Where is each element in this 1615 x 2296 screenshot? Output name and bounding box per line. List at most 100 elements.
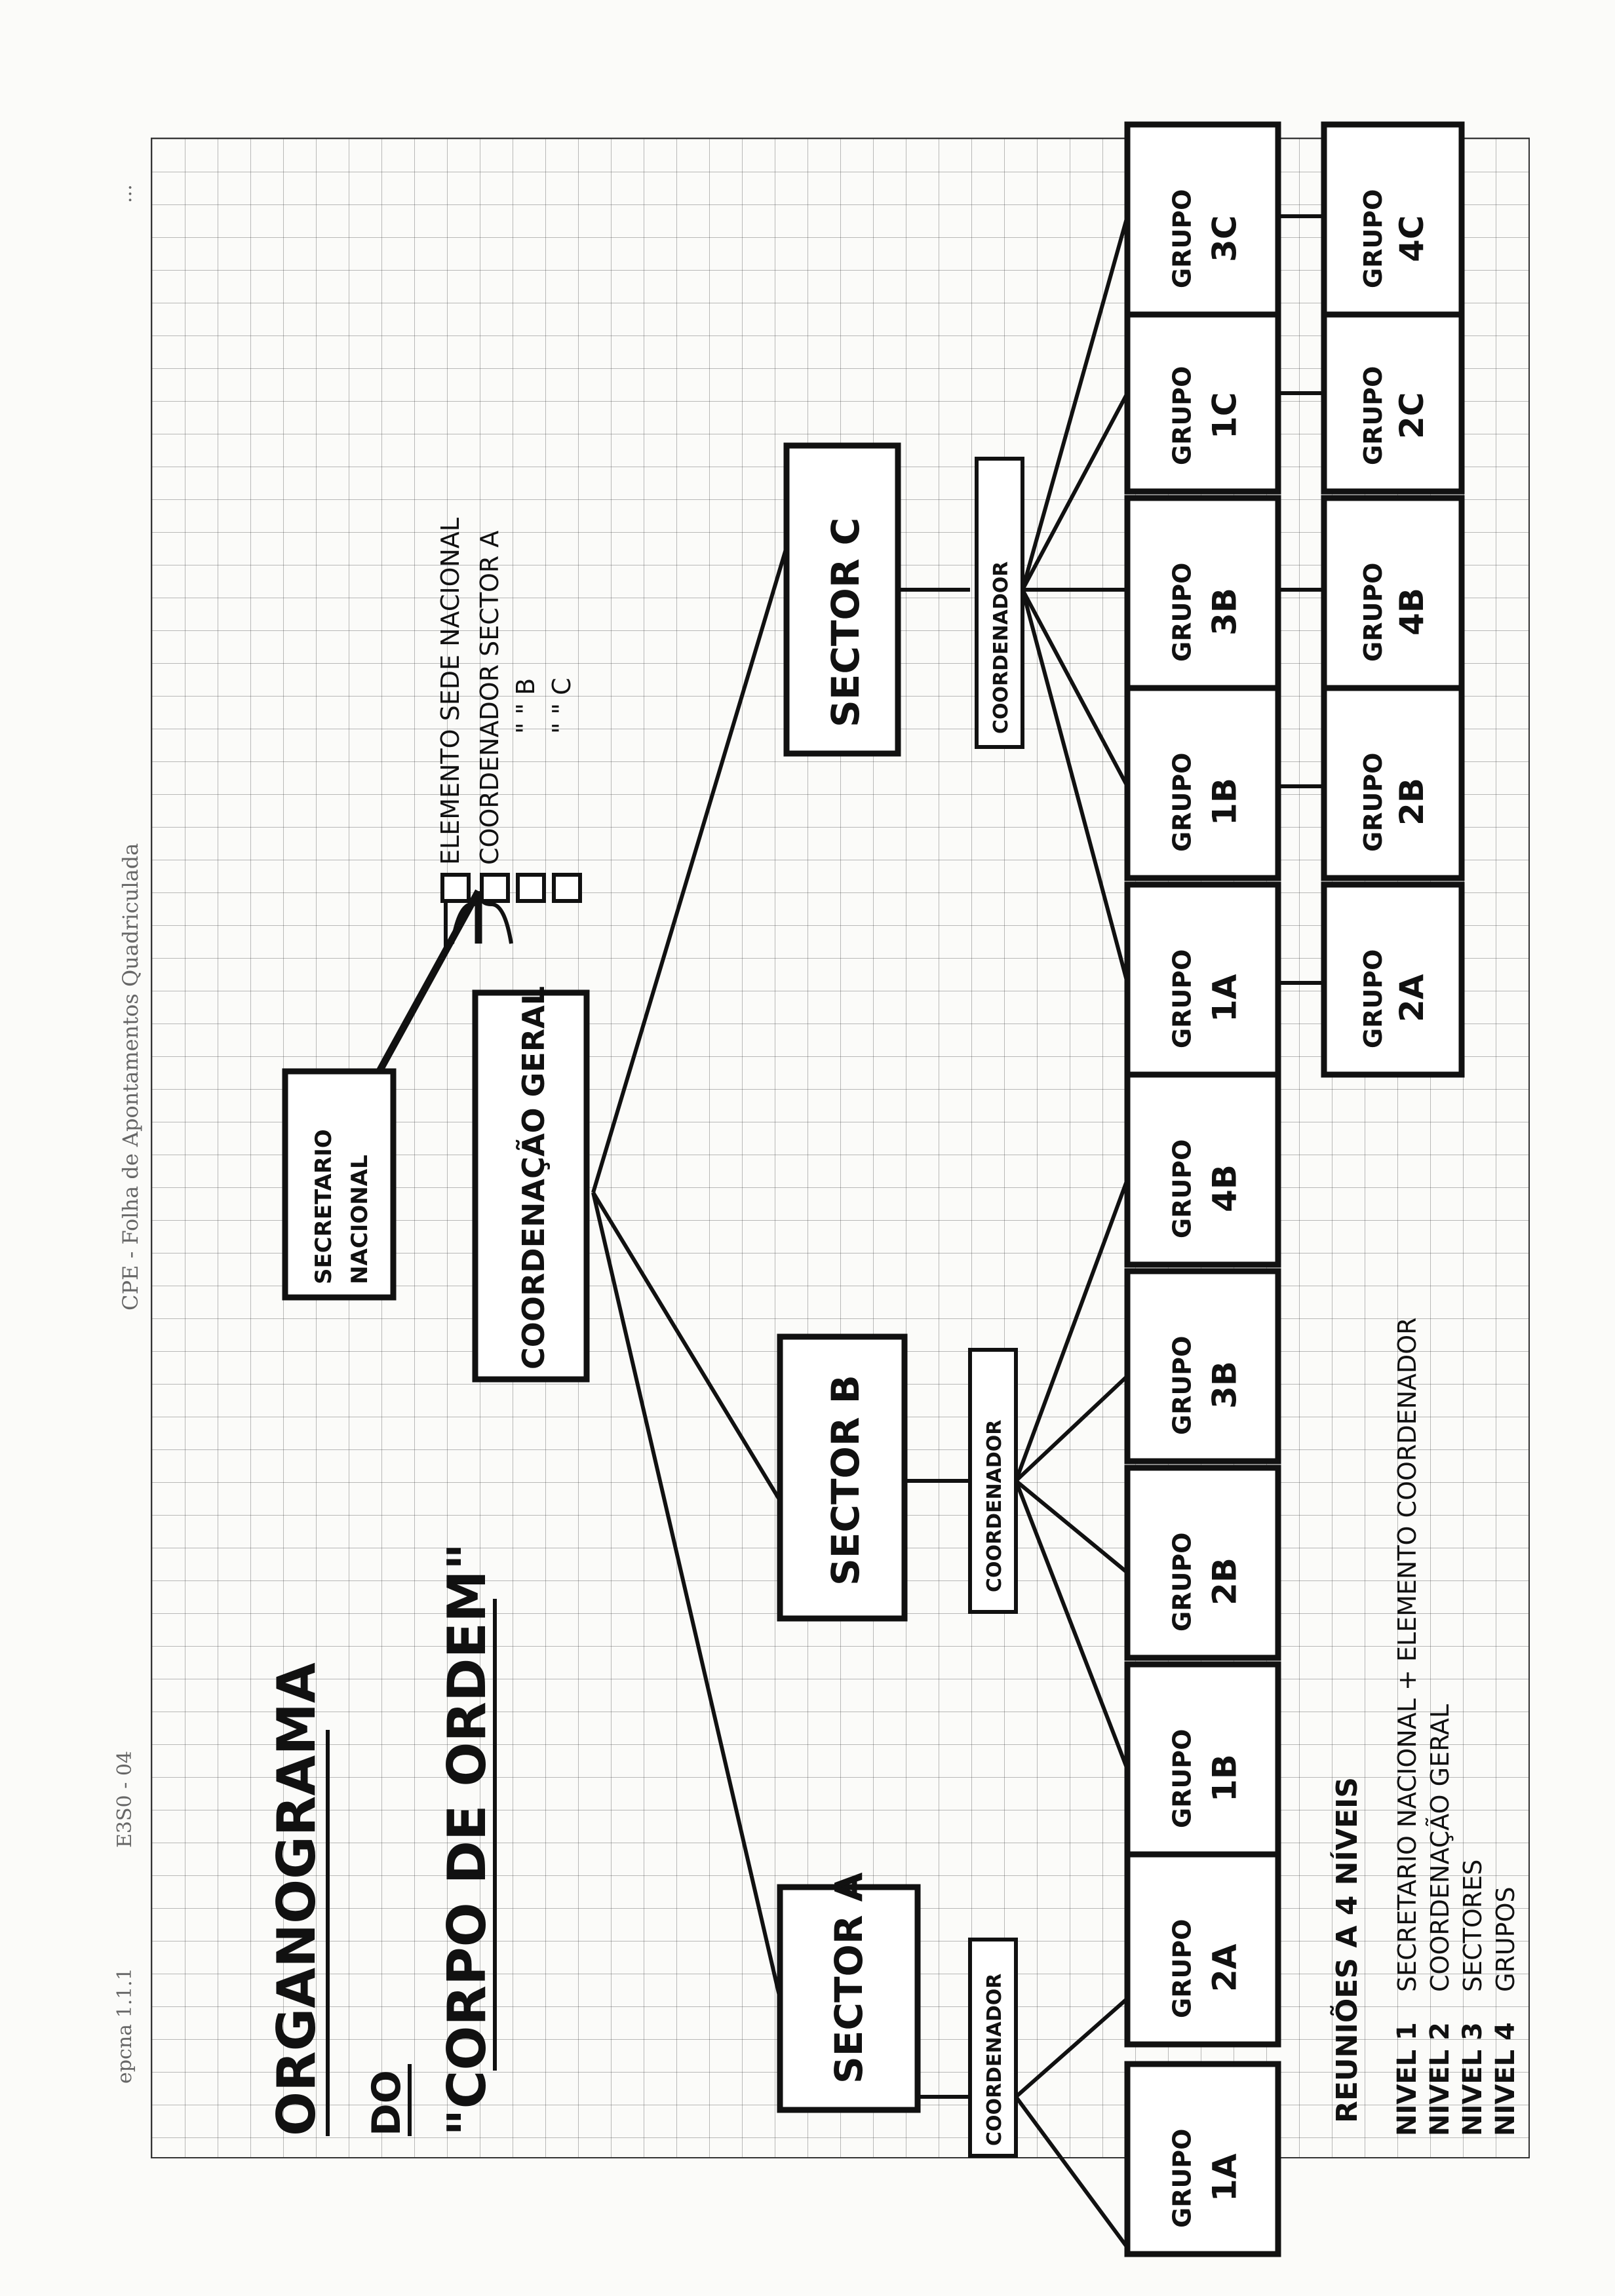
node-coordenacao-geral: COORDENAÇÃO GERAL xyxy=(472,986,590,1383)
group-box-code: 2C xyxy=(1393,392,1431,439)
legend: ELEMENTO SEDE NACIONAL COORDENADOR SECTO… xyxy=(436,518,582,950)
group-box-code: 4B xyxy=(1206,1164,1244,1212)
group-box-frame xyxy=(1124,881,1281,1078)
node-coordenador-b: COORDENADOR xyxy=(968,1348,1018,1614)
group-box-word: GRUPO xyxy=(1168,1139,1197,1238)
group-box-word: GRUPO xyxy=(1359,563,1388,662)
margin-right-label: ... xyxy=(113,184,136,203)
notes-block: REUNIÕES A 4 NÍVEIS NIVEL 1 SECRETARIO N… xyxy=(1329,1317,1521,2136)
node-sector-a: SECTOR A xyxy=(777,1872,921,2113)
margin-code-label: E3S0 - 04 xyxy=(113,1751,136,1848)
group-box-code: 1A xyxy=(1206,2153,1244,2202)
group-box-word: GRUPO xyxy=(1168,1919,1197,2018)
group-box-frame xyxy=(1321,495,1465,691)
group-box-frame xyxy=(1124,685,1281,881)
group-box-word: GRUPO xyxy=(1168,563,1197,662)
coordenador-c-label: COORDENADOR xyxy=(990,562,1013,734)
sector-a-label: SECTOR A xyxy=(827,1872,871,2084)
group-box-groups_c_top-3: GRUPO 1C xyxy=(1124,298,1281,495)
group-box-frame xyxy=(1124,1268,1281,1464)
legend-square-4 xyxy=(552,873,582,903)
legend-square-1 xyxy=(440,873,471,903)
group-box-word: GRUPO xyxy=(1168,366,1197,465)
group-box-code: 4C xyxy=(1393,216,1431,262)
group-box-frame xyxy=(1124,2061,1281,2257)
group-box-word: GRUPO xyxy=(1359,189,1388,288)
group-box-frame xyxy=(1321,685,1465,881)
connectors xyxy=(331,214,1324,2249)
group-box-frame xyxy=(1321,881,1465,1078)
nivel-4-desc: GRUPOS xyxy=(1491,1886,1520,1992)
group-box-word: GRUPO xyxy=(1168,1729,1197,1828)
group-box-code: 3B xyxy=(1206,588,1244,636)
group-box-frame xyxy=(1124,1661,1281,1858)
secretario-line-2: NACIONAL xyxy=(347,1155,373,1284)
title-line-1: ORGANOGRAMA xyxy=(266,1662,327,2136)
group-box-frame xyxy=(1321,298,1465,495)
group-box-code: 1C xyxy=(1206,392,1244,439)
group-box-groups_c_top-4: GRUPO 3C xyxy=(1124,121,1281,318)
group-box-groups_c_top-0: GRUPO 1A xyxy=(1124,881,1281,1078)
nivel-2-label: NIVEL 2 xyxy=(1425,2022,1455,2136)
legend-line-3: " " B xyxy=(511,678,540,734)
group-box-frame xyxy=(1321,121,1465,318)
sector-b-label: SECTOR B xyxy=(823,1375,868,1586)
group-box-code: 1B xyxy=(1206,778,1244,826)
node-sector-c: SECTOR C xyxy=(783,442,901,757)
group-box-word: GRUPO xyxy=(1168,949,1197,1048)
margin-left-label: epcna 1.1.1 xyxy=(113,1968,136,2084)
margin-center-label: CPE - Folha de Apontamentos Quadriculada xyxy=(118,843,143,1311)
group-box-code: 3B xyxy=(1206,1361,1244,1409)
nivel-2-desc: COORDENAÇÃO GERAL xyxy=(1426,1704,1454,1992)
nivel-1-desc: SECRETARIO NACIONAL + ELEMENTO COORDENAD… xyxy=(1393,1317,1422,1992)
legend-square-2 xyxy=(480,873,510,903)
group-box-word: GRUPO xyxy=(1168,2129,1197,2228)
secretario-line-1: SECRETARIO xyxy=(311,1129,337,1284)
legend-line-1: ELEMENTO SEDE NACIONAL xyxy=(436,518,465,865)
title-line-2: DO xyxy=(364,2070,410,2136)
reunioes-note: REUNIÕES A 4 NÍVEIS xyxy=(1329,1777,1364,2123)
sector-c-label: SECTOR C xyxy=(823,518,868,727)
group-box-word: GRUPO xyxy=(1359,949,1388,1048)
title-line-3: "CORPO DE ORDEM" xyxy=(437,1543,497,2136)
group-box-word: GRUPO xyxy=(1168,753,1197,852)
legend-line-4: " " C xyxy=(547,678,576,734)
group-box-groups_b-3: GRUPO 4B xyxy=(1124,1071,1281,1268)
group-box-frame xyxy=(1124,298,1281,495)
title-block: ORGANOGRAMA DO "CORPO DE ORDEM" xyxy=(266,1543,497,2136)
group-box-code: 4B xyxy=(1393,588,1431,636)
group-box-frame xyxy=(1124,495,1281,691)
group-box-word: GRUPO xyxy=(1168,1533,1197,1632)
group-box-code: 3C xyxy=(1206,216,1244,262)
coordenacao-label: COORDENAÇÃO GERAL xyxy=(515,986,551,1369)
group-box-frame xyxy=(1124,1851,1281,2048)
nivel-4-label: NIVEL 4 xyxy=(1490,2022,1521,2136)
nivel-1-label: NIVEL 1 xyxy=(1392,2022,1422,2136)
group-box-word: GRUPO xyxy=(1359,366,1388,465)
group-box-groups_b-0: GRUPO 1B xyxy=(1124,1661,1281,1858)
node-coordenador-c: COORDENADOR xyxy=(975,457,1024,749)
group-box-code: 2B xyxy=(1393,778,1431,826)
group-box-frame xyxy=(1124,1464,1281,1661)
node-sector-b: SECTOR B xyxy=(777,1333,908,1622)
node-secretario-nacional: SECRETARIO NACIONAL xyxy=(282,1068,397,1301)
legend-square-3 xyxy=(516,873,546,903)
group-box-code: 1B xyxy=(1206,1754,1244,1802)
group-box-code: 1A xyxy=(1206,974,1244,1022)
group-box-groups_c_top-2: GRUPO 3B xyxy=(1124,495,1281,691)
group-box-groups_a-0: GRUPO 1A xyxy=(1124,2061,1281,2257)
group-box-code: 2A xyxy=(1393,974,1431,1022)
group-box-frame xyxy=(1124,1071,1281,1268)
group-box-word: GRUPO xyxy=(1168,189,1197,288)
group-box-frame xyxy=(1124,121,1281,318)
nivel-3-label: NIVEL 3 xyxy=(1458,2022,1488,2136)
